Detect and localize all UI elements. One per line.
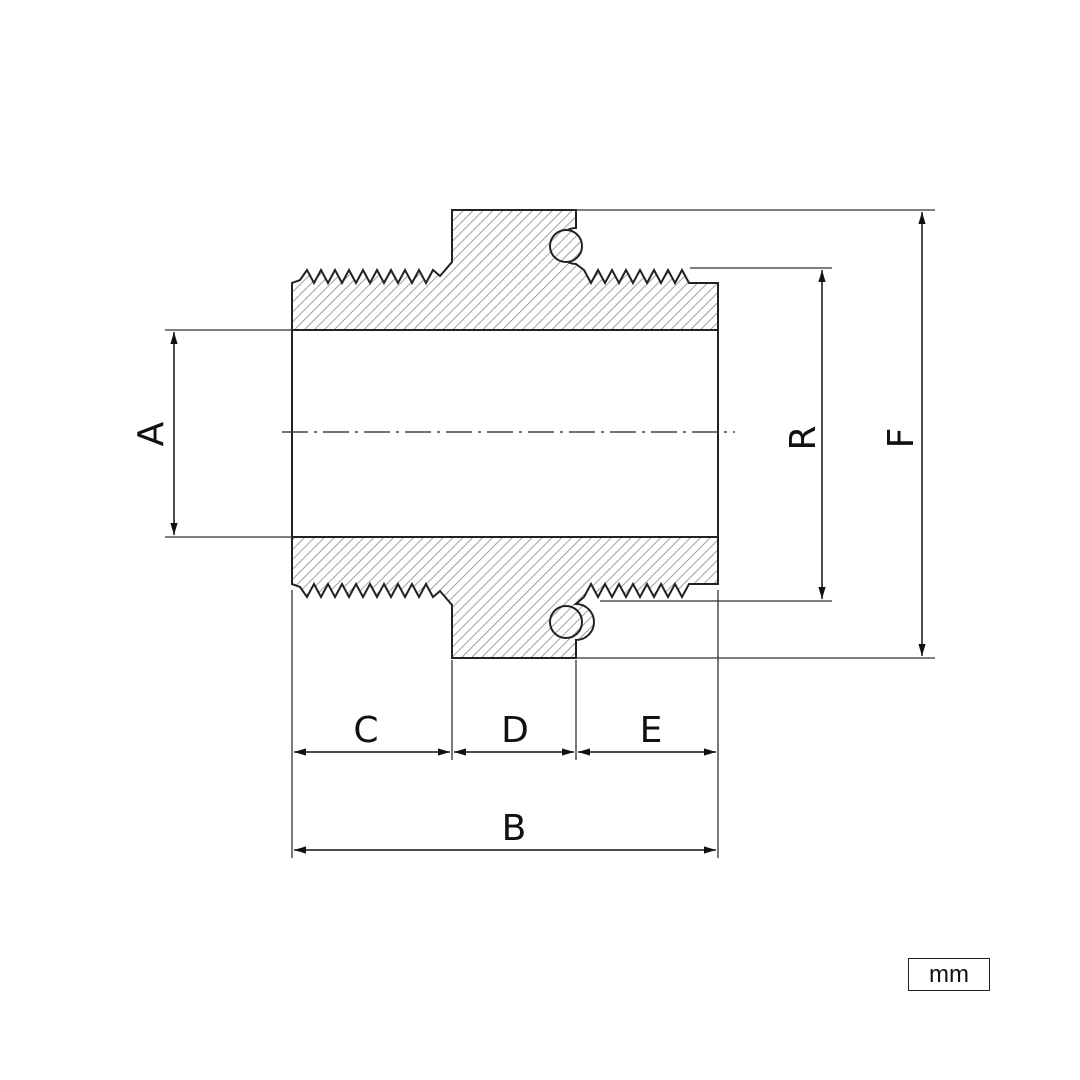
- label-R: R: [783, 425, 824, 450]
- label-B: B: [502, 808, 527, 849]
- upper-wall-section: [291, 209, 719, 331]
- extension-lines: [165, 209, 935, 858]
- label-A: A: [131, 421, 172, 446]
- label-C: C: [353, 710, 378, 751]
- label-D: D: [501, 710, 529, 751]
- lower-wall-section: [291, 536, 719, 659]
- units-label: mm: [929, 960, 969, 988]
- upper-o-ring: [549, 229, 583, 263]
- lower-o-ring: [549, 605, 583, 639]
- label-F: F: [881, 428, 922, 449]
- label-E: E: [640, 710, 663, 751]
- units-badge: mm: [908, 958, 990, 991]
